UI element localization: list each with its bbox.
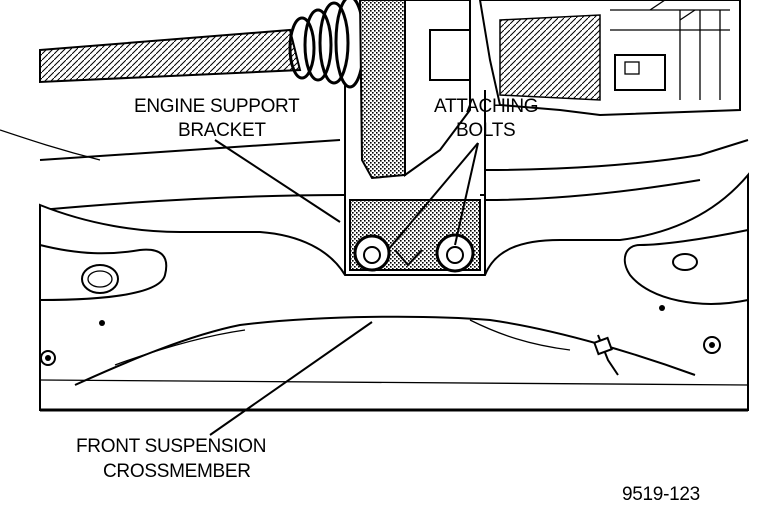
attaching-bolt-left (353, 234, 391, 272)
front-suspension-crossmember (39, 172, 749, 412)
drive-shaft (39, 28, 302, 84)
transmission-housing (478, 0, 741, 117)
cv-boot (288, 0, 366, 89)
bolt-leader-right (454, 142, 479, 246)
crossmember-leader (209, 321, 373, 436)
engine-support-bracket-label-line2: BRACKET (178, 120, 266, 141)
labels: ENGINE SUPPORT BRACKET ATTACHING BOLTS F… (76, 96, 700, 505)
figure-number: 9519-123 (622, 484, 700, 505)
bolt-leader-left (387, 142, 479, 251)
front-suspension-label-line1: FRONT SUSPENSION (76, 436, 266, 457)
engine-bracket-leader (214, 139, 341, 223)
engine-support-bracket-label-line1: ENGINE SUPPORT (134, 96, 300, 117)
attaching-bolts-label-line1: ATTACHING (434, 96, 538, 117)
crossmember-holes (40, 253, 721, 376)
frame-rails (0, 129, 749, 211)
attaching-bolts-label-line2: BOLTS (456, 120, 515, 141)
bracket-notch (394, 249, 423, 267)
front-suspension-label-line2: CROSSMEMBER (103, 461, 251, 482)
leader-lines (209, 139, 479, 436)
attaching-bolt-right (435, 233, 475, 273)
